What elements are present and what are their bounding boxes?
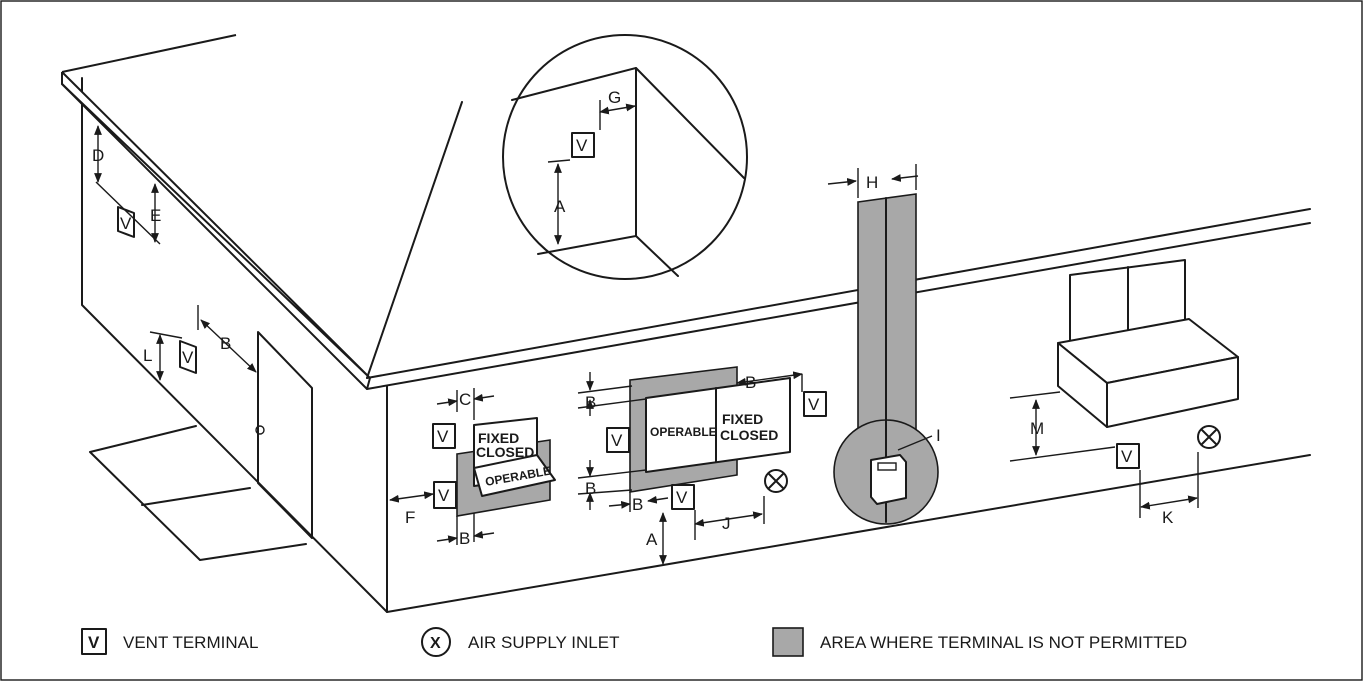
regulator-window [877, 462, 897, 471]
svg-text:V: V [120, 214, 132, 233]
label-A-front: A [646, 530, 658, 549]
label-D: D [92, 146, 104, 165]
window-2-operable-label: OPERABLE [650, 425, 717, 439]
window-2-fixed-label: FIXED [722, 411, 763, 427]
svg-text:V: V [676, 488, 688, 507]
raised-structure [1057, 259, 1239, 428]
vent-terminal-window-2-left: V [606, 427, 630, 453]
label-B-window2-bottom: B [585, 479, 596, 498]
label-C: C [459, 390, 471, 409]
window-1-operable-sash [473, 454, 556, 497]
dimension-lines [94, 100, 1199, 565]
legend-vent-letter: V [88, 633, 100, 652]
vent-terminal-window-2-right: V [803, 391, 827, 417]
dimension-labels: D E L B G A H I C F B B B B B A J M K [92, 88, 1174, 549]
roof-hip-left [366, 101, 463, 379]
front-wall [386, 385, 1311, 613]
ground-slab [89, 425, 307, 561]
vent-terminals: V V V V V V V V [117, 132, 1140, 510]
left-wall [81, 77, 388, 613]
vent-terminal-window-2-bottom: V [671, 484, 695, 510]
label-B-window2-top: B [585, 393, 596, 412]
legend-vent-symbol [81, 628, 107, 655]
legend-air-supply-letter: X [430, 635, 441, 652]
svg-text:V: V [182, 348, 194, 367]
legend: V VENT TERMINAL X AIR SUPPLY INLET AREA … [81, 627, 1187, 657]
ground-slab-lines [89, 425, 307, 561]
door-outline [257, 331, 313, 539]
svg-text:V: V [438, 486, 450, 505]
window-1-fixed-label: FIXED [478, 430, 519, 446]
legend-not-permitted-label: AREA WHERE TERMINAL IS NOT PERMITTED [820, 633, 1187, 652]
legend-air-supply-symbol [421, 627, 451, 657]
legend-vent-terminal: V VENT TERMINAL [81, 628, 258, 655]
svg-text:V: V [808, 395, 820, 414]
label-B-door: B [220, 334, 231, 353]
label-K: K [1162, 508, 1174, 527]
label-I-leader [897, 435, 933, 451]
corner-detail-inset [502, 34, 748, 280]
label-M: M [1030, 419, 1044, 438]
window-1-closed-label: CLOSED [476, 444, 534, 460]
legend-not-permitted: AREA WHERE TERMINAL IS NOT PERMITTED [772, 627, 1187, 657]
vent-terminal-left-wall-low: V [179, 340, 197, 374]
vent-terminal-structure: V [1116, 443, 1140, 469]
svg-text:V: V [1121, 447, 1133, 466]
door-knob [255, 425, 265, 435]
label-G: G [608, 88, 621, 107]
front-roof-eave [366, 208, 1311, 390]
svg-text:V: V [437, 427, 449, 446]
legend-air-supply-inlet-label: AIR SUPPLY INLET [468, 633, 619, 652]
structure-front-side [1106, 356, 1239, 428]
window-2: OPERABLE FIXED CLOSED [645, 377, 791, 473]
inset-circle [502, 34, 748, 280]
inset-depth-lines [635, 67, 745, 277]
gas-regulator [870, 435, 933, 505]
label-B-window1: B [459, 529, 470, 548]
legend-not-permitted-swatch [772, 627, 804, 657]
window-1: FIXED CLOSED OPERABLE [473, 417, 556, 497]
window-2-closed-label: CLOSED [720, 427, 778, 443]
label-B-window2-right: B [745, 373, 756, 392]
label-F: F [405, 508, 415, 527]
label-E: E [150, 206, 161, 225]
label-I: I [936, 426, 941, 445]
svg-text:V: V [611, 431, 623, 450]
regulator-box [870, 454, 907, 505]
left-roof-fascia [61, 83, 368, 390]
label-J: J [722, 514, 731, 533]
vent-terminal-window-1-side: V [433, 481, 457, 509]
label-L: L [143, 346, 152, 365]
air-supply-inlets [764, 425, 1221, 493]
label-B-window2-below: B [632, 495, 643, 514]
air-supply-inlet-front [764, 469, 788, 493]
inset-corner-lines [511, 67, 637, 255]
svg-text:V: V [576, 136, 588, 155]
legend-air-supply-inlet: X AIR SUPPLY INLET [421, 627, 619, 657]
label-H: H [866, 173, 878, 192]
door [255, 331, 313, 539]
vent-terminal-window-1-top: V [432, 423, 456, 449]
label-A-inset: A [554, 197, 566, 216]
air-supply-inlet-structure [1197, 425, 1221, 449]
left-roof-edge [61, 34, 371, 390]
vent-terminal-inset: V [571, 132, 595, 158]
legend-vent-terminal-label: VENT TERMINAL [123, 633, 258, 652]
